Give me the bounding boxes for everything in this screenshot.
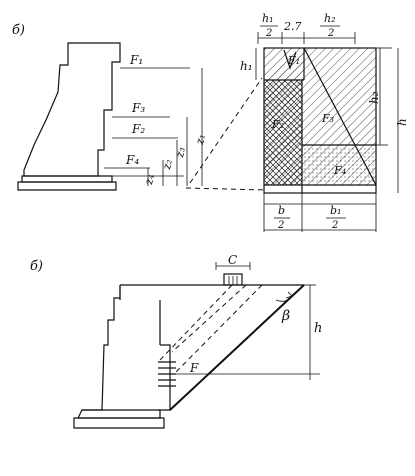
label-f-bottom: F <box>189 361 199 375</box>
abutment-profile-top <box>17 42 121 191</box>
label-b-num: b <box>278 204 285 217</box>
label-h2: h₂ <box>367 91 381 104</box>
label-f4-zone: F₄ <box>333 164 346 177</box>
label-h: h <box>395 118 409 126</box>
label-h-bottom: h <box>314 321 322 336</box>
label-z1: z₁ <box>193 133 208 146</box>
panel-label-bottom: б) <box>30 259 43 274</box>
force-lines-top <box>104 67 203 186</box>
label-h1-over-2-den: 2 <box>265 28 272 39</box>
label-f3-zone: F₃ <box>321 112 334 125</box>
label-b1-num: b₁ <box>330 204 341 217</box>
label-f1-left: F₁ <box>129 53 143 67</box>
pressure-diagram <box>255 32 399 232</box>
label-h2-over-2-den: 2 <box>327 28 334 39</box>
label-b1-den: 2 <box>331 220 338 231</box>
label-h1-over-2-num: h₁ <box>262 12 274 25</box>
panel-label-top: б) <box>12 23 25 38</box>
label-c: C <box>228 253 237 267</box>
label-z4: z₄ <box>142 173 157 186</box>
label-z3: z₃ <box>173 146 188 159</box>
label-z2: z₂ <box>160 158 175 171</box>
abutment-profile-bottom <box>73 262 320 429</box>
label-f1-zone: F₁ <box>287 54 300 67</box>
label-f2-left: F₂ <box>131 122 145 136</box>
label-f4-left: F₄ <box>125 153 139 167</box>
projection-lines <box>185 77 267 191</box>
label-h1: h₁ <box>240 59 253 73</box>
label-gap-2-7: 2.7 <box>283 20 302 33</box>
label-beta: β <box>281 308 290 324</box>
label-f3-left: F₃ <box>131 101 145 115</box>
label-f2-zone: F₂ <box>271 118 284 131</box>
label-b-den: 2 <box>277 220 284 231</box>
label-h2-over-2-num: h₂ <box>324 12 336 25</box>
